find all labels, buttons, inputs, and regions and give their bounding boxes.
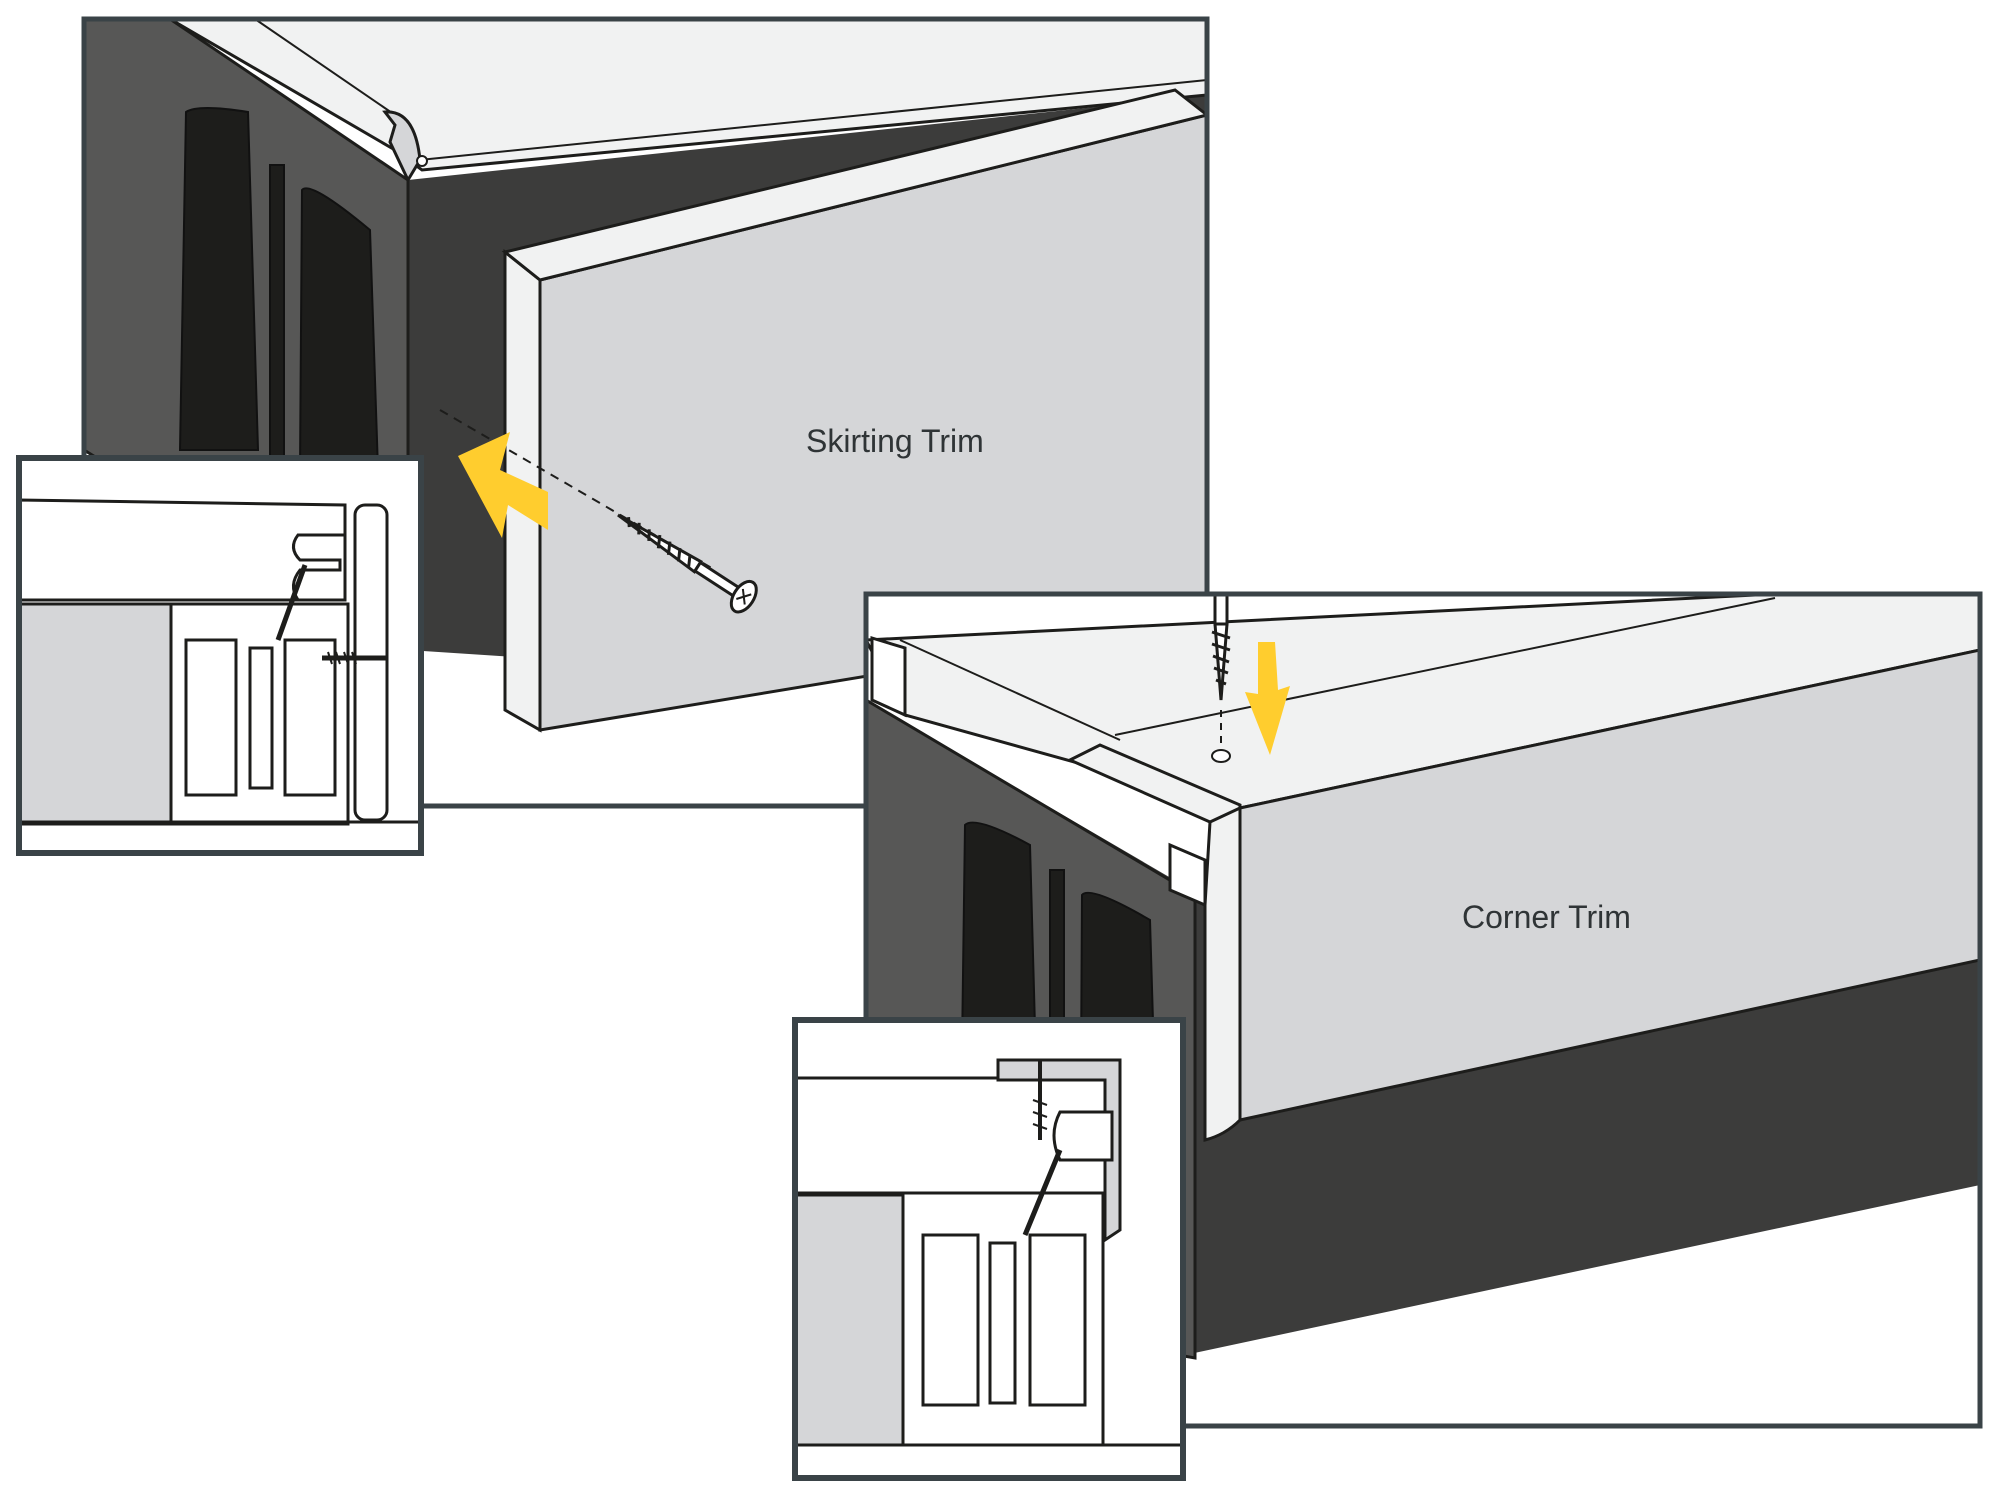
joist-opening [298, 187, 380, 471]
screw-icon [322, 651, 388, 665]
screw-icon [617, 513, 758, 614]
guide-line [439, 409, 716, 571]
corner-trim-label: Corner Trim [1462, 899, 1631, 935]
screw-icon [275, 564, 308, 641]
deck-top-board [167, 19, 1207, 172]
screw-icon [1022, 1149, 1063, 1236]
arrow-icon [1245, 642, 1290, 755]
skirting-trim-label: Skirting Trim [806, 423, 984, 459]
screw-icon [1211, 594, 1231, 701]
corner-trim-edge [1203, 805, 1242, 1142]
skirting-detail-insert [16, 455, 424, 856]
corner-trim-face [1238, 648, 1980, 1122]
skirting-board-top [501, 88, 1207, 282]
arrow-icon [458, 432, 548, 538]
screw-hole-icon [1211, 749, 1231, 763]
corner-detail-insert [792, 1017, 1186, 1481]
joist-opening [178, 107, 260, 451]
screw-icon [1032, 1060, 1048, 1140]
joist-slot [269, 164, 285, 466]
screw-hole-icon [416, 155, 428, 167]
